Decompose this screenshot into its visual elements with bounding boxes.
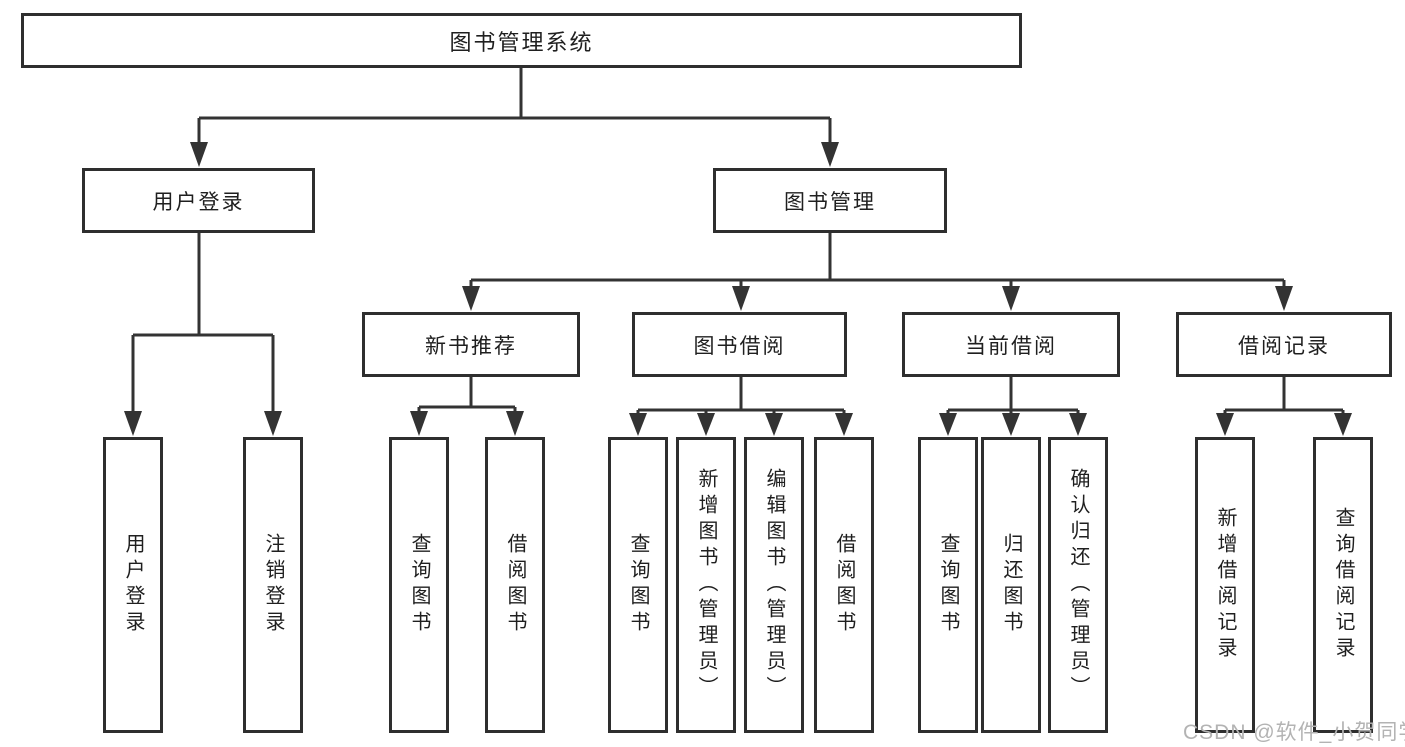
arrowhead-icon: [124, 411, 142, 436]
arrowhead-icon: [264, 411, 282, 436]
arrowhead-icon: [697, 413, 715, 436]
leaf-return-book: 归还图书: [981, 437, 1041, 733]
node-user-login: 用户登录: [82, 168, 315, 233]
leaf-query-book-borrowing: 查询图书: [608, 437, 668, 733]
arrowhead-icon: [1216, 413, 1234, 436]
arrowhead-icon: [835, 413, 853, 436]
arrowhead-icon: [1002, 413, 1020, 436]
csdn-watermark: CSDN @软件_小贺同学: [1183, 721, 1405, 744]
arrowhead-icon: [821, 142, 839, 167]
leaf-add-book-admin: 新增图书（管理员）: [676, 437, 736, 733]
node-current-borrowing: 当前借阅: [902, 312, 1120, 377]
arrowheads: [124, 142, 1352, 436]
leaf-confirm-return-admin: 确认归还（管理员）: [1048, 437, 1108, 733]
arrowhead-icon: [732, 286, 750, 311]
arrowhead-icon: [410, 411, 428, 436]
leaf-query-book-current: 查询图书: [918, 437, 978, 733]
leaf-logout: 注销登录: [243, 437, 303, 733]
node-library-management-system: 图书管理系统: [21, 13, 1022, 68]
leaf-query-book-recommendation: 查询图书: [389, 437, 449, 733]
leaf-user-login: 用户登录: [103, 437, 163, 733]
arrowhead-icon: [462, 286, 480, 311]
arrowhead-icon: [1002, 286, 1020, 311]
leaf-borrow-book: 借阅图书: [814, 437, 874, 733]
arrowhead-icon: [1334, 413, 1352, 436]
node-book-management: 图书管理: [713, 168, 947, 233]
leaf-query-borrow-record: 查询借阅记录: [1313, 437, 1373, 733]
arrowhead-icon: [190, 142, 208, 167]
arrowhead-icon: [629, 413, 647, 436]
node-borrowing-records: 借阅记录: [1176, 312, 1392, 377]
arrowhead-icon: [506, 411, 524, 436]
node-new-book-recommendation: 新书推荐: [362, 312, 580, 377]
arrowhead-icon: [1275, 286, 1293, 311]
arrowhead-icon: [765, 413, 783, 436]
leaf-add-borrow-record: 新增借阅记录: [1195, 437, 1255, 733]
leaf-borrow-book-recommendation: 借阅图书: [485, 437, 545, 733]
node-book-borrowing: 图书借阅: [632, 312, 847, 377]
arrowhead-icon: [1069, 413, 1087, 436]
leaf-edit-book-admin: 编辑图书（管理员）: [744, 437, 804, 733]
arrowhead-icon: [939, 413, 957, 436]
